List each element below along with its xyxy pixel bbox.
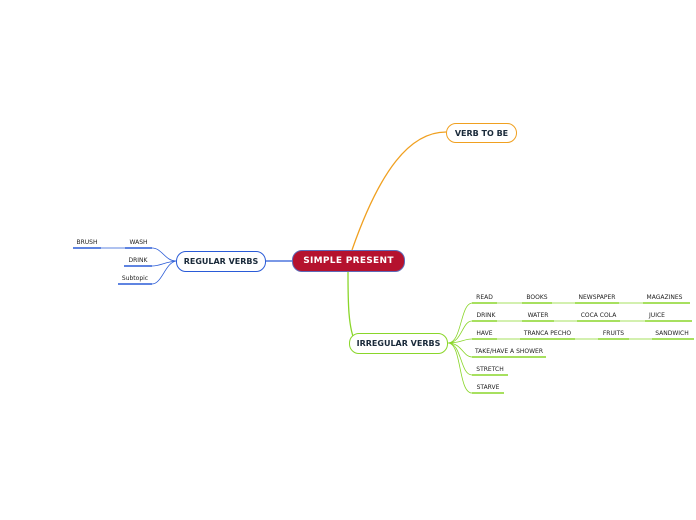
subtopic-books[interactable]: BOOKS xyxy=(526,294,548,301)
subtopic-sandwich[interactable]: SANDWICH xyxy=(655,330,689,337)
irregular-underlines xyxy=(472,302,694,394)
regular-underlines xyxy=(73,247,152,285)
subtopic-drink[interactable]: DRINK xyxy=(476,312,496,319)
subtopic-magazines[interactable]: MAGAZINES xyxy=(646,294,683,301)
subtopic-fruits[interactable]: FRUITS xyxy=(602,330,625,337)
topic-irregular-verbs[interactable]: IRREGULAR VERBS xyxy=(349,333,448,354)
connector-verb-to-be xyxy=(351,131,447,251)
subtopic-take-have-a-shower[interactable]: TAKE/HAVE A SHOWER xyxy=(474,348,544,355)
subtopic-tranca-pecho[interactable]: TRANCA PECHO xyxy=(523,330,572,337)
subtopic-brush[interactable]: BRUSH xyxy=(76,239,98,246)
topic-regular-verbs[interactable]: REGULAR VERBS xyxy=(176,251,266,272)
topic-verb-to-be[interactable]: VERB TO BE xyxy=(446,123,517,143)
subtopic-water[interactable]: WATER xyxy=(527,312,549,319)
regular-branch-lines xyxy=(101,247,177,285)
central-topic[interactable]: SIMPLE PRESENT xyxy=(292,250,405,272)
connector-irregular-verbs xyxy=(347,271,357,344)
subtopic-wash[interactable]: WASH xyxy=(129,239,148,246)
subtopic-subtopic[interactable]: Subtopic xyxy=(121,275,149,282)
subtopic-drink[interactable]: DRINK xyxy=(128,257,148,264)
irregular-branch-lines xyxy=(447,302,652,394)
subtopic-coca-cola[interactable]: COCA COLA xyxy=(580,312,617,319)
subtopic-newspaper[interactable]: NEWSPAPER xyxy=(578,294,616,301)
subtopic-read[interactable]: READ xyxy=(476,294,493,301)
subtopic-starve[interactable]: STARVE xyxy=(476,384,500,391)
subtopic-juice[interactable]: JUICE xyxy=(649,312,665,319)
subtopic-stretch[interactable]: STRETCH xyxy=(476,366,504,373)
subtopic-have[interactable]: HAVE xyxy=(476,330,493,337)
